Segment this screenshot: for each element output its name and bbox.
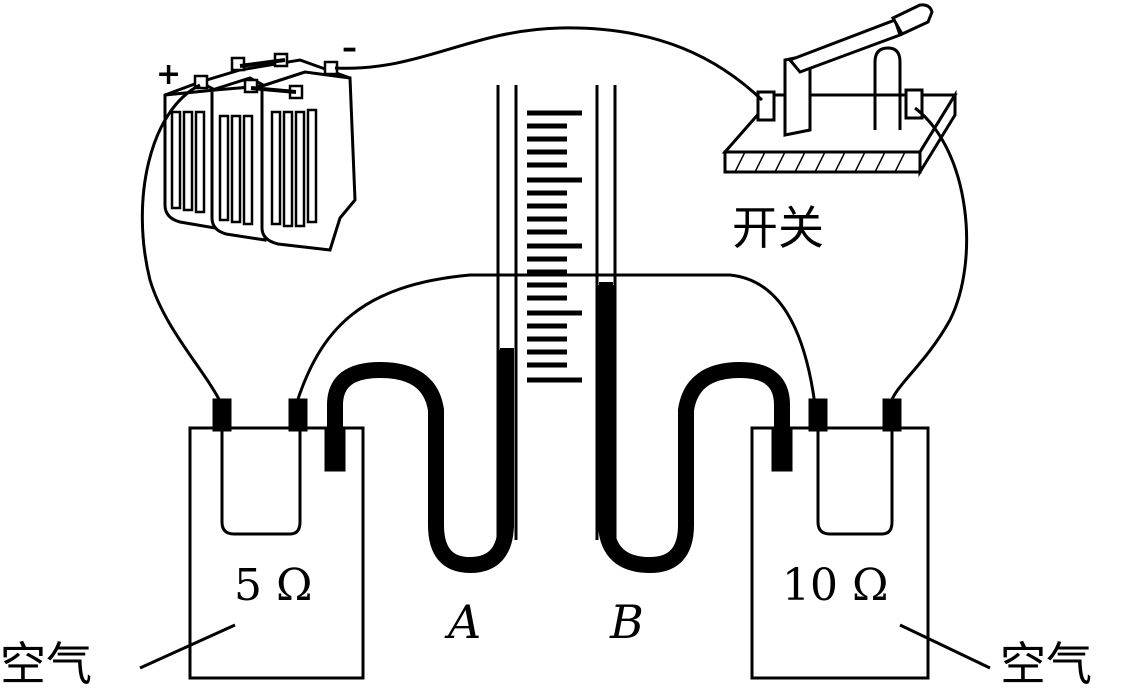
right-resistance-label: 10 Ω (782, 560, 888, 611)
manometer-tubes (496, 85, 617, 540)
switch-handle-icon (890, 3, 934, 36)
air-hoses (327, 285, 790, 574)
switch-label: 开关 (732, 201, 824, 255)
switch-terminal-right (904, 88, 924, 120)
battery (163, 52, 357, 252)
left-medium-label: 空气 (0, 637, 92, 691)
left-resistance-label: 5 Ω (234, 560, 312, 611)
left-container (188, 398, 365, 680)
right-medium-label: 空气 (1000, 637, 1092, 691)
switch-terminal-left (756, 90, 776, 122)
battery-terminals (193, 52, 339, 100)
knife-switch[interactable] (721, 3, 958, 178)
switch-blade (787, 18, 902, 74)
right-container (750, 398, 930, 680)
tube-b-label: B (609, 595, 644, 649)
tube-a-liquid (500, 348, 514, 528)
manometer-scale (527, 110, 582, 383)
tube-a-label: A (444, 595, 481, 649)
battery-minus-label: – (342, 31, 357, 66)
left-resistor-wire (220, 428, 302, 536)
battery-plus-label: + (156, 57, 181, 92)
tube-b-liquid (599, 282, 613, 528)
circuit-wires (140, 26, 969, 406)
right-resistor-wire (816, 428, 894, 536)
